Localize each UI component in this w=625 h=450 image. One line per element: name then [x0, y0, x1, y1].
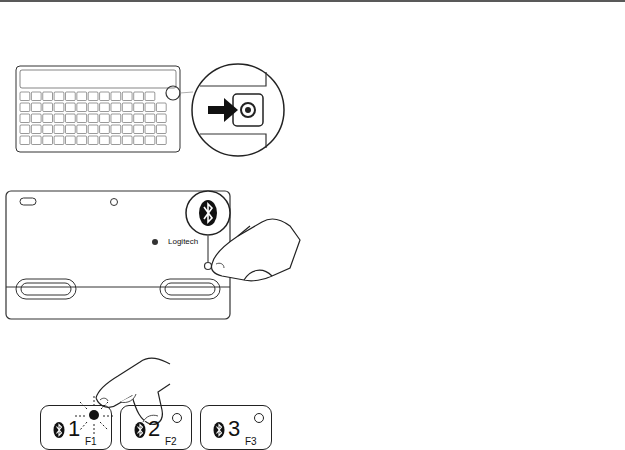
header-rule — [0, 0, 625, 2]
power-switch-zoom — [180, 64, 284, 156]
finger-hand — [96, 358, 170, 424]
keyboard-back-panel: Logitech — [6, 191, 230, 319]
channel-number: 3 — [228, 418, 240, 440]
hand — [211, 219, 300, 281]
led-lit — [75, 396, 113, 434]
channel-number: 1 — [68, 418, 80, 440]
led — [255, 414, 264, 423]
keyboard-top — [16, 66, 180, 152]
bluetooth-key: 3F3 — [200, 405, 272, 450]
function-key-label: F1 — [85, 437, 97, 447]
function-key-label: F3 — [245, 437, 257, 447]
led — [173, 414, 182, 423]
keyboard-back — [6, 191, 230, 319]
bluetooth-key: 1F1 — [40, 405, 112, 450]
channel-number: 2 — [148, 418, 160, 440]
function-key-label: F2 — [165, 437, 177, 447]
brand-logo-text: Logitech — [168, 238, 198, 246]
bluetooth-key: 2F2 — [120, 405, 192, 450]
